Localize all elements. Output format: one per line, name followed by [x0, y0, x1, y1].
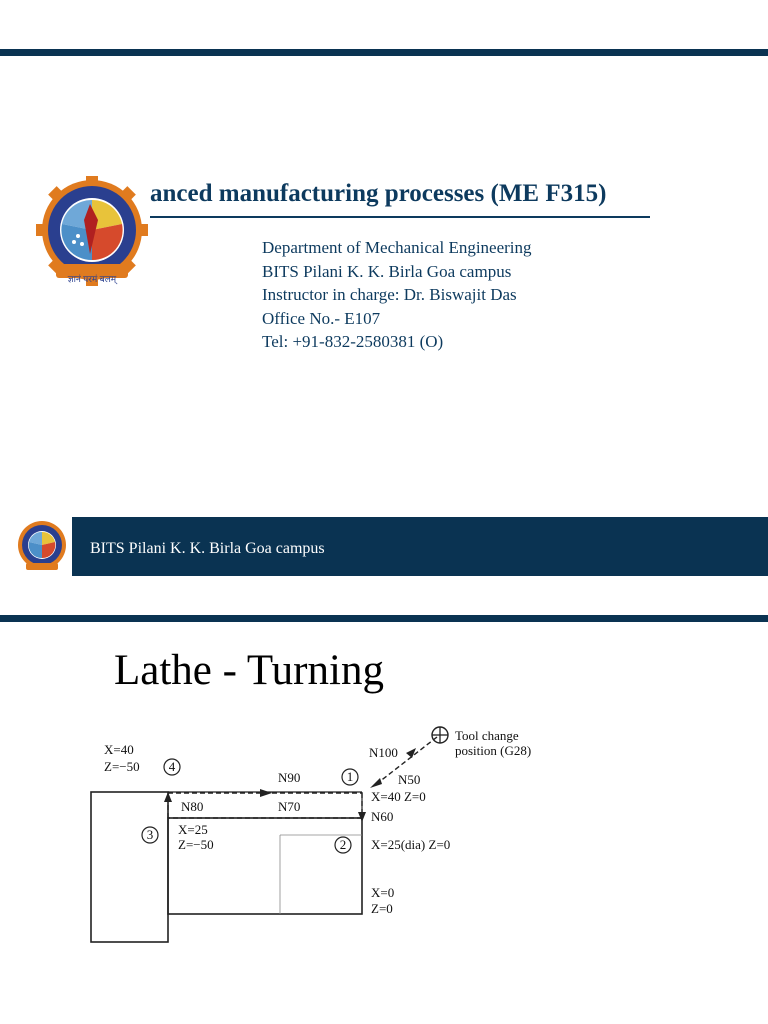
slide-title: Lathe - Turning — [114, 647, 384, 694]
point-3-marker — [141, 826, 159, 844]
block-n70: N70 — [278, 799, 300, 814]
office-line: Office No.- E107 — [262, 308, 381, 328]
turning-toolpath-diagram: 4 1 3 2 N100 N50 N90 N80 N70 N60 X=40 Z=… — [90, 726, 531, 943]
arrow-n80 — [164, 792, 172, 802]
p1-coords-label: X=40 Z=0 — [371, 789, 426, 804]
slide-top-bar — [0, 49, 768, 56]
block-n90: N90 — [278, 770, 300, 785]
point-1-marker — [341, 768, 359, 786]
p4-x-label: X=40 — [104, 742, 134, 757]
block-n50: N50 — [398, 772, 420, 787]
block-n60: N60 — [371, 809, 393, 824]
tool-change-label-2: position (G28) — [455, 743, 531, 758]
point-4-marker — [163, 758, 181, 776]
origin-z-label: Z=0 — [371, 901, 393, 916]
title-underline — [150, 216, 650, 218]
course-info: Department of Mechanical Engineering BIT… — [262, 236, 532, 354]
footer-logo-icon — [18, 521, 66, 570]
footer-logo-box — [12, 517, 72, 576]
instructor-line: Instructor in charge: Dr. Biswajit Das — [262, 285, 517, 304]
chuck-section — [90, 791, 169, 943]
path-n50 — [373, 736, 438, 787]
slide-top-bar — [0, 615, 768, 622]
point-4-label: 4 — [169, 759, 176, 774]
point-2-marker — [334, 836, 352, 854]
footer-campus-text: BITS Pilani K. K. Birla Goa campus — [90, 540, 325, 557]
tool-change-label-1: Tool change — [455, 728, 519, 743]
point-3-label: 3 — [147, 827, 154, 842]
origin-x-label: X=0 — [371, 885, 394, 900]
p2-coords-label: X=25(dia) Z=0 — [371, 837, 450, 852]
arrow-n50 — [370, 778, 382, 788]
slide-footer: BITS Pilani K. K. Birla Goa campus — [12, 517, 768, 576]
logo-motto: ज्ञानं परमं बलम् — [68, 274, 118, 285]
arrow-n100 — [406, 748, 416, 758]
slide-2: Lathe - Turning — [0, 590, 768, 1024]
p3-z-label: Z=−50 — [178, 837, 214, 852]
campus-line: BITS Pilani K. K. Birla Goa campus — [262, 261, 512, 281]
course-title: anced manufacturing processes (ME F315) — [150, 180, 607, 207]
point-2-label: 2 — [340, 837, 347, 852]
phone-line: Tel: +91-832-2580381 (O) — [262, 332, 444, 351]
block-n80: N80 — [181, 799, 203, 814]
block-n100: N100 — [369, 745, 398, 760]
arrow-n60 — [358, 812, 366, 822]
p3-x-label: X=25 — [178, 822, 208, 837]
p4-z-label: Z=−50 — [104, 759, 140, 774]
arrow-n90 — [260, 789, 272, 797]
department-line: Department of Mechanical Engineering — [262, 238, 532, 257]
point-1-label: 1 — [347, 769, 354, 784]
slide-1: ज्ञानं परमं बलम् anced manufacturing pro… — [0, 49, 768, 576]
bits-logo-icon: ज्ञानं परमं बलम् — [36, 176, 148, 286]
